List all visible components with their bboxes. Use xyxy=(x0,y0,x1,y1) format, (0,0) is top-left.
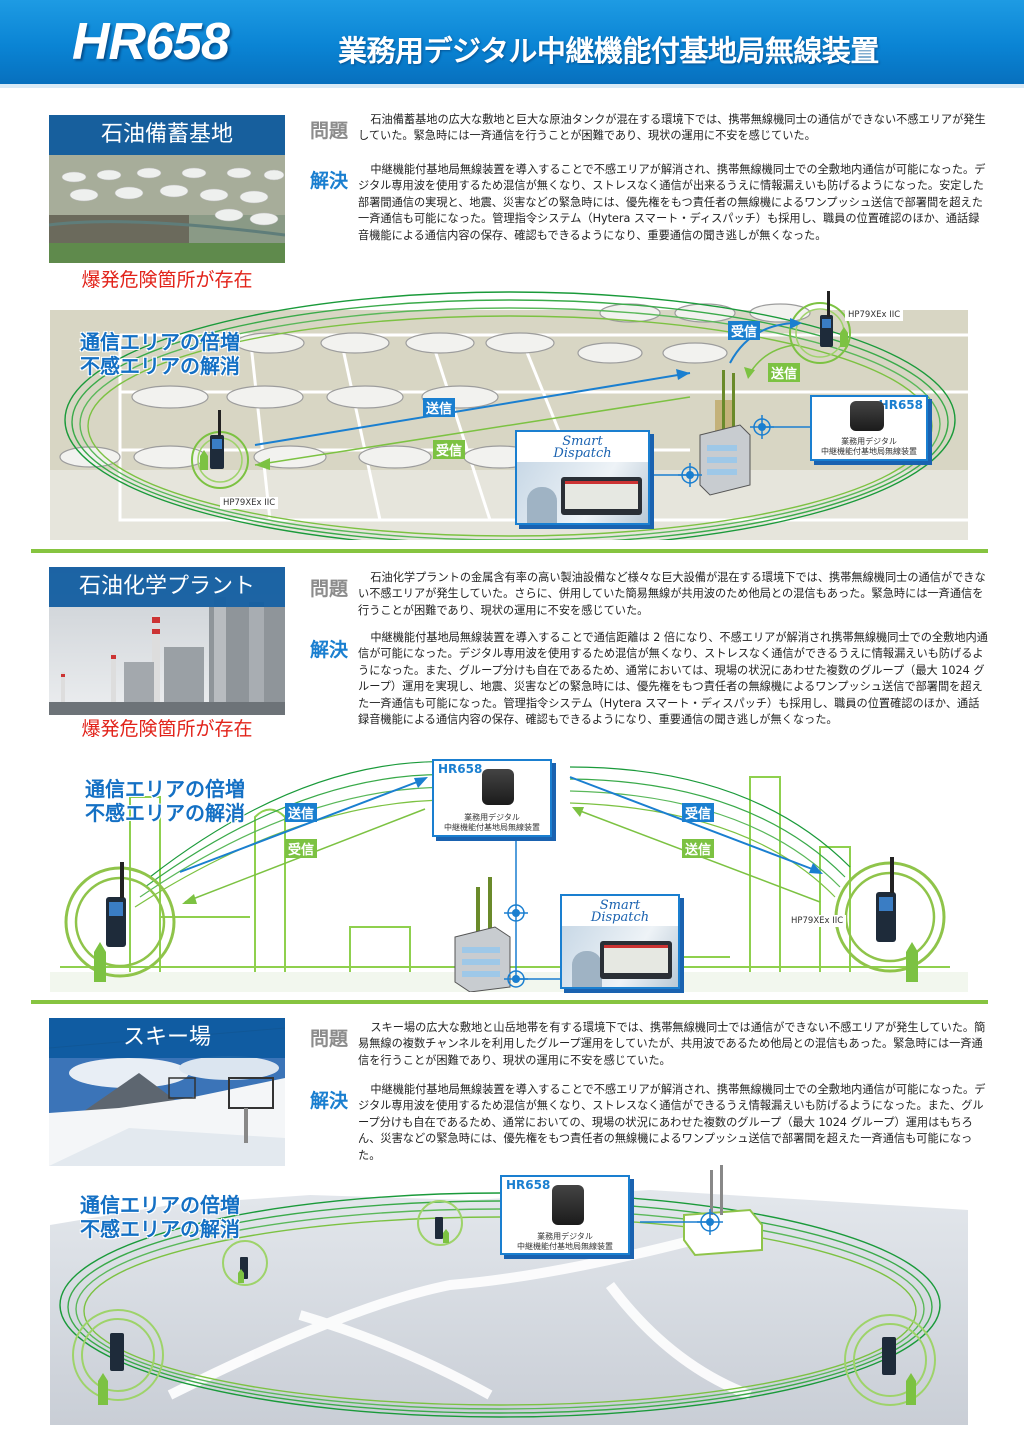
oil-stockpile-photo: 石油備蓄基地 xyxy=(49,115,285,263)
repeater-card: HR658 業務用デジタル 中継機能付基地局無線装置 xyxy=(500,1175,630,1255)
radio-model-label: HP79XEx IIC xyxy=(220,497,279,509)
solution-label: 解決 xyxy=(310,170,349,192)
desc-line-1: 業務用デジタル xyxy=(537,1232,593,1241)
operator-figure xyxy=(572,951,602,987)
desc-line-2: 中継機能付基地局無線装置 xyxy=(821,447,917,456)
logo-line-2: Dispatch xyxy=(553,446,612,461)
problem-text: スキー場の広大な敷地と山岳地帯を有する環境下では、携帯無線機同士では通信ができな… xyxy=(358,1021,986,1067)
repeater-description: 業務用デジタル 中継機能付基地局無線装置 xyxy=(434,813,550,833)
repeater-card: HR658 業務用デジタル 中継機能付基地局無線装置 xyxy=(810,395,928,461)
desc-line-2: 中継機能付基地局無線装置 xyxy=(517,1242,613,1251)
solution-label: 解決 xyxy=(310,639,349,661)
map-screen xyxy=(564,481,638,509)
receive-label: 受信 xyxy=(682,803,715,822)
radio-icon xyxy=(210,410,224,469)
radio-icon xyxy=(110,1217,896,1375)
dispatch-operator-image xyxy=(562,926,678,987)
petrochemical-photo: 石油化学プラント xyxy=(49,567,285,715)
model-name: HR658 xyxy=(72,13,230,71)
coverage-caption: 通信エリアの倍増 不感エリアの解消 xyxy=(85,777,245,825)
section-divider xyxy=(31,549,988,553)
ski-resort-diagram: 通信エリアの倍増 不感エリアの解消 HR658 業務用デジタル 中継機能付基地局… xyxy=(50,1165,968,1445)
caption-line-2: 不感エリアの解消 xyxy=(85,801,245,825)
problem-label: 問題 xyxy=(310,578,349,600)
repeater-unit-icon xyxy=(482,769,514,805)
smart-dispatch-logo: Smart Dispatch xyxy=(517,434,648,461)
caption-line-1: 通信エリアの倍増 xyxy=(80,1193,240,1217)
radio-icon xyxy=(876,857,896,942)
send-label: 送信 xyxy=(768,363,801,382)
problem-label: 問題 xyxy=(310,1028,349,1050)
problem-text: 石油備蓄基地の広大な敷地と巨大な原油タンクが混在する環境下では、携帯無線機同士の… xyxy=(358,113,986,143)
section-divider xyxy=(31,1000,988,1004)
receive-label: 受信 xyxy=(433,440,466,459)
smart-dispatch-logo: Smart Dispatch xyxy=(562,898,678,925)
solution-text: 中継機能付基地局無線装置を導入することで不感エリアが解消され、携帯無線機同士での… xyxy=(358,1083,986,1162)
operator-figure xyxy=(527,487,557,523)
send-label: 送信 xyxy=(423,398,456,417)
plant-illustration xyxy=(50,761,968,992)
logo-line-1: Smart xyxy=(562,434,603,449)
desc-line-1: 業務用デジタル xyxy=(841,437,897,446)
desc-line-1: 業務用デジタル xyxy=(464,813,520,822)
radio-model-label: HP79XEx IIC xyxy=(845,309,904,321)
base-station-building-icon xyxy=(699,370,751,496)
repeater-model: HR658 xyxy=(438,762,483,776)
caption-line-1: 通信エリアの倍増 xyxy=(85,777,245,801)
page-title: 業務用デジタル中継機能付基地局無線装置 xyxy=(338,34,879,68)
mountain-illustration xyxy=(50,1165,968,1425)
petrochemical-diagram: 通信エリアの倍増 不感エリアの解消 送信 受信 受信 送信 HP79XEx II… xyxy=(50,757,968,992)
repeater-card: HR658 業務用デジタル 中継機能付基地局無線装置 xyxy=(432,759,552,837)
radio-icon xyxy=(106,862,126,947)
solution-text: 中継機能付基地局無線装置を導入することで不感エリアが解消され、携帯無線機同士での… xyxy=(358,163,986,242)
receive-label: 受信 xyxy=(285,839,318,858)
dispatch-operator-image xyxy=(517,462,648,523)
danger-note: 爆発危険箇所が存在 xyxy=(81,718,253,740)
coverage-caption: 通信エリアの倍増 不感エリアの解消 xyxy=(80,330,240,378)
danger-note: 爆発危険箇所が存在 xyxy=(81,269,253,291)
oil-stockpile-diagram: 通信エリアの倍増 不感エリアの解消 送信 受信 受信 送信 HP79XEx II… xyxy=(50,285,968,540)
monitor-icon xyxy=(600,941,672,979)
solution-label: 解決 xyxy=(310,1090,349,1112)
receive-label: 受信 xyxy=(728,321,761,340)
section-title: 石油備蓄基地 xyxy=(49,115,285,155)
tank-farm-illustration xyxy=(50,291,968,540)
caption-line-2: 不感エリアの解消 xyxy=(80,1217,240,1241)
monitor-icon xyxy=(560,477,642,515)
smart-dispatch-card: Smart Dispatch xyxy=(560,894,680,989)
repeater-description: 業務用デジタル 中継機能付基地局無線装置 xyxy=(812,437,926,457)
send-label: 送信 xyxy=(682,839,715,858)
coverage-caption: 通信エリアの倍増 不感エリアの解消 xyxy=(80,1193,240,1241)
repeater-model: HR658 xyxy=(878,398,923,412)
repeater-description: 業務用デジタル 中継機能付基地局無線装置 xyxy=(502,1232,628,1252)
repeater-unit-icon xyxy=(552,1185,584,1225)
desc-line-2: 中継機能付基地局無線装置 xyxy=(444,823,540,832)
ski-resort-photo: スキー場 xyxy=(49,1018,285,1166)
caption-line-2: 不感エリアの解消 xyxy=(80,354,240,378)
radio-model-label: HP79XEx IIC xyxy=(788,915,847,927)
repeater-unit-icon xyxy=(850,401,884,431)
base-station-building-icon xyxy=(454,877,511,992)
caption-line-1: 通信エリアの倍増 xyxy=(80,330,240,354)
section-title: 石油化学プラント xyxy=(49,567,285,607)
logo-line-1: Smart xyxy=(599,898,641,913)
logo-line-2: Dispatch xyxy=(590,910,650,925)
problem-label: 問題 xyxy=(310,120,349,142)
solution-text: 中継機能付基地局無線装置を導入することで通信距離は 2 倍になり、不感エリアが解… xyxy=(358,631,988,727)
map-screen xyxy=(604,945,668,973)
section-title: スキー場 xyxy=(49,1018,285,1058)
problem-text: 石油化学プラントの金属含有率の高い製油設備など様々な巨大設備が混在する環境下では… xyxy=(358,571,986,617)
radio-icon xyxy=(820,291,833,347)
send-label: 送信 xyxy=(285,803,318,822)
smart-dispatch-card: Smart Dispatch xyxy=(515,430,650,525)
page-header: HR658 業務用デジタル中継機能付基地局無線装置 xyxy=(0,0,1024,88)
repeater-model: HR658 xyxy=(506,1178,551,1192)
